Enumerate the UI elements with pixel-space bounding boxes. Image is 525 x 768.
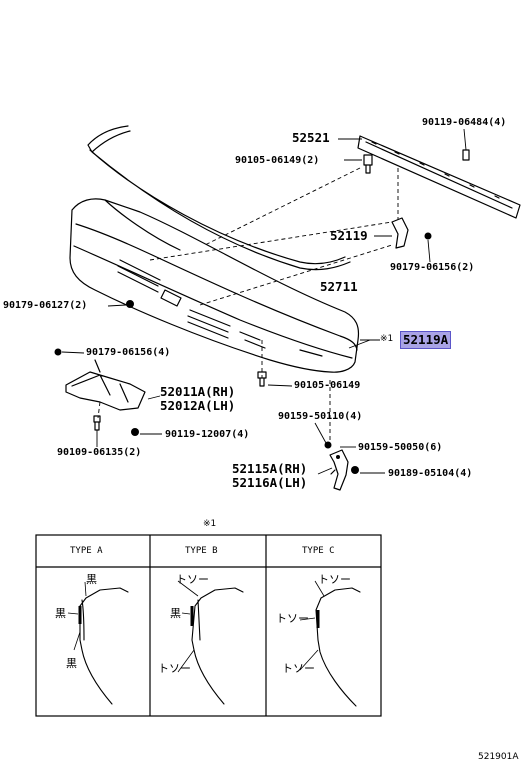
note-mark-52119a: ※1 (380, 334, 394, 344)
callout-52115A[interactable]: 52115A(RH) (232, 461, 308, 476)
reinforcement-bar (357, 135, 521, 219)
header-type-c: TYPE C (302, 546, 335, 556)
callout-90189-05104[interactable]: 90189-05104(4) (388, 468, 473, 479)
type-c-bottom-label: トソー (282, 662, 315, 675)
callout-52119[interactable]: 52119 (330, 228, 368, 243)
callout-52711[interactable]: 52711 (320, 279, 358, 294)
type-c-mid-label: トソー (276, 612, 309, 625)
profile-type-c (315, 587, 361, 707)
callout-52521[interactable]: 52521 (292, 130, 330, 145)
profile-type-b (191, 587, 244, 705)
header-type-b: TYPE B (185, 546, 218, 556)
callout-52011A[interactable]: 52011A(RH) (160, 384, 236, 399)
callout-52116A[interactable]: 52116A(LH) (232, 475, 308, 490)
type-b-mid-label: 黒 (170, 607, 181, 620)
type-a-bottom-label: 黒 (66, 657, 77, 670)
type-a-mid-label: 黒 (55, 607, 66, 620)
type-a-top-label: 黒 (86, 573, 97, 586)
header-type-a: TYPE A (70, 546, 103, 556)
type-c-top-label: トソー (318, 573, 351, 586)
molding-strip (87, 125, 351, 271)
table-note-mark: ※1 (203, 519, 217, 529)
callout-90179-06156-2[interactable]: 90179-06156(2) (390, 262, 475, 273)
callout-90119-12007[interactable]: 90119-12007(4) (165, 429, 250, 440)
callout-90179-06127[interactable]: 90179-06127(2) (3, 300, 88, 311)
type-b-top-label: トソー (176, 573, 209, 586)
side-bracket (65, 359, 146, 411)
stay-bracket (329, 449, 349, 491)
type-table (35, 534, 382, 717)
diagram-code: 521901A (478, 752, 519, 762)
callout-52012A[interactable]: 52012A(LH) (160, 398, 236, 413)
callout-90109-06135[interactable]: 90109-06135(2) (57, 447, 142, 458)
callout-90105-06149-2[interactable]: 90105-06149(2) (235, 155, 320, 166)
callout-90105-06149[interactable]: 90105-06149 (294, 380, 361, 391)
profile-type-a (79, 587, 129, 705)
callout-90179-06156-4[interactable]: 90179-06156(4) (86, 347, 171, 358)
callout-90159-50110[interactable]: 90159-50110(4) (278, 411, 363, 422)
type-b-bottom-label: トソー (158, 662, 191, 675)
callout-52119A[interactable]: 52119A (400, 331, 452, 349)
bumper-cover (69, 198, 360, 373)
callout-90119-06484[interactable]: 90119-06484(4) (422, 117, 507, 128)
callout-90159-50050[interactable]: 90159-50050(6) (358, 442, 443, 453)
